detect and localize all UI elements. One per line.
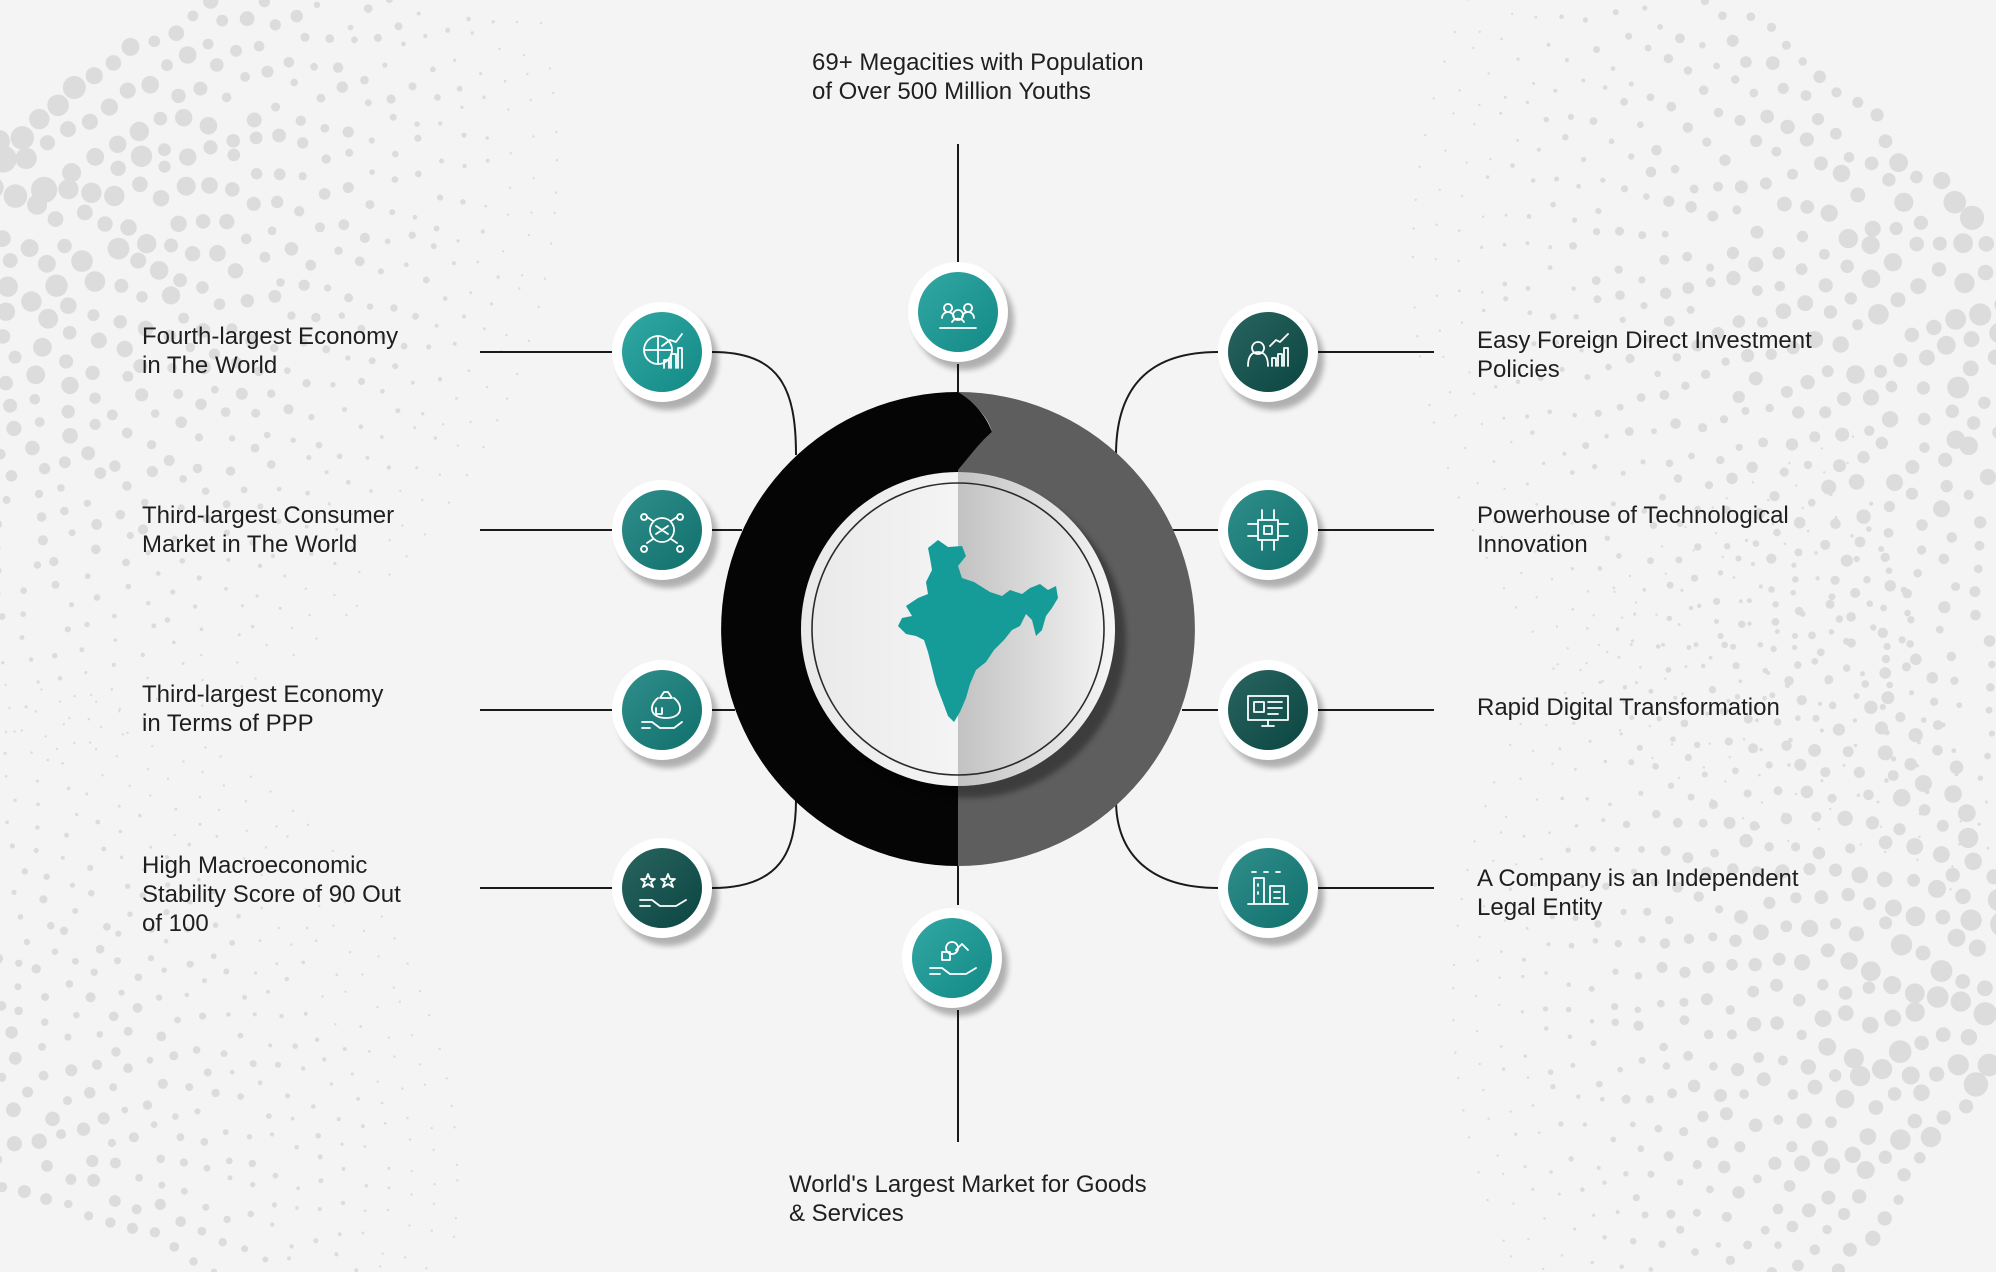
node-badge-shading xyxy=(1228,670,1308,750)
connector-left-1-curve xyxy=(711,351,797,456)
label-top: 69+ Megacities with Population of Over 5… xyxy=(812,49,1144,105)
node-left-2 xyxy=(612,480,718,588)
node-bottom xyxy=(902,908,1008,1016)
node-badge-shading xyxy=(622,848,702,928)
money-bag-hand-icon xyxy=(641,691,683,729)
connector-right-1-curve xyxy=(1115,351,1219,456)
node-right-3 xyxy=(1218,660,1324,768)
label-right-1: Easy Foreign Direct Investment Policies xyxy=(1477,327,1812,383)
node-right-2 xyxy=(1218,480,1324,588)
investor-growth-icon xyxy=(1247,333,1289,367)
center-disk-inner-ring xyxy=(811,482,1105,776)
star-rating-hand-icon xyxy=(639,873,687,907)
node-left-3 xyxy=(612,660,718,768)
node-badge-shading xyxy=(912,918,992,998)
node-badge-shading xyxy=(1228,848,1308,928)
people-group-icon xyxy=(939,303,977,329)
label-bottom: World's Largest Market for Goods & Servi… xyxy=(789,1171,1147,1227)
globe-growth-chart-icon xyxy=(643,333,683,369)
ring-left-notch xyxy=(958,392,992,470)
node-left-1 xyxy=(612,302,718,410)
node-left-4 xyxy=(612,838,718,946)
india-map xyxy=(898,540,1058,722)
connector-lines xyxy=(480,144,1434,1142)
company-finance-icon xyxy=(1247,871,1289,905)
label-right-3: Rapid Digital Transformation xyxy=(1477,694,1780,721)
label-left-2: Third-largest Consumer Market in The Wor… xyxy=(142,502,395,558)
node-badge-shading xyxy=(918,272,998,352)
goods-services-hand-icon xyxy=(929,941,977,975)
node-badge-shading xyxy=(1228,312,1308,392)
label-right-4: A Company is an Independent Legal Entity xyxy=(1477,865,1799,921)
node-badge-shading xyxy=(622,312,702,392)
label-right-2: Powerhouse of Technological Innovation xyxy=(1477,502,1789,558)
consumer-network-icon xyxy=(640,513,684,553)
node-top xyxy=(908,262,1014,370)
label-left-3: Third-largest Economy in Terms of PPP xyxy=(142,681,384,737)
node-right-1 xyxy=(1218,302,1324,410)
connector-left-4-curve xyxy=(711,799,797,889)
processor-chip-icon xyxy=(1247,509,1289,551)
label-left-4: High Macroeconomic Stability Score of 90… xyxy=(142,852,401,937)
digital-screen-icon xyxy=(1247,695,1289,727)
node-badge-shading xyxy=(1228,490,1308,570)
label-left-1: Fourth-largest Economy in The World xyxy=(142,323,399,379)
node-right-4 xyxy=(1218,838,1324,946)
connector-right-4-curve xyxy=(1115,799,1219,889)
